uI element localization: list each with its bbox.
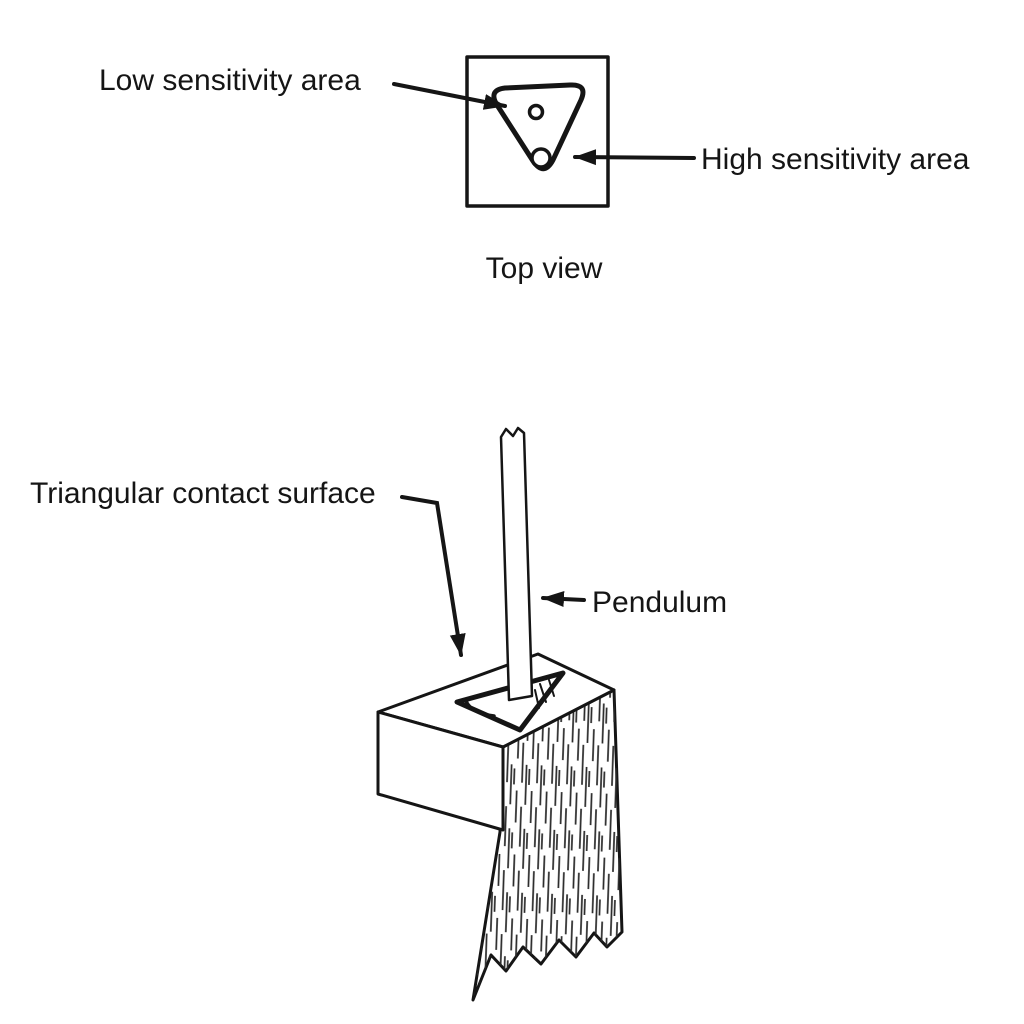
high-sensitivity-arrow bbox=[573, 149, 696, 166]
block-front-face bbox=[376, 710, 505, 832]
low-sensitivity-hole bbox=[527, 103, 545, 121]
pendulum-arrow bbox=[541, 591, 586, 608]
top-view-caption: Top view bbox=[486, 252, 603, 285]
high-sensitivity-label: High sensitivity area bbox=[701, 143, 970, 176]
hole-shading bbox=[534, 679, 555, 709]
contact-surface-label: Triangular contact surface bbox=[30, 477, 376, 510]
low-sensitivity-label: Low sensitivity area bbox=[99, 64, 361, 97]
side-view-group: Triangular contact surface Pendulum bbox=[30, 426, 727, 1002]
pendulum-label: Pendulum bbox=[592, 586, 727, 619]
pendulum-rod bbox=[499, 426, 534, 702]
high-sensitivity-hole bbox=[530, 147, 552, 169]
contact-surface-pointer bbox=[400, 495, 466, 657]
contact-arc bbox=[464, 699, 496, 718]
top-view-group: Low sensitivity area High sensitivity ar… bbox=[99, 55, 970, 285]
low-sensitivity-arrow bbox=[392, 82, 507, 110]
mounting-post-texture bbox=[473, 690, 622, 1000]
